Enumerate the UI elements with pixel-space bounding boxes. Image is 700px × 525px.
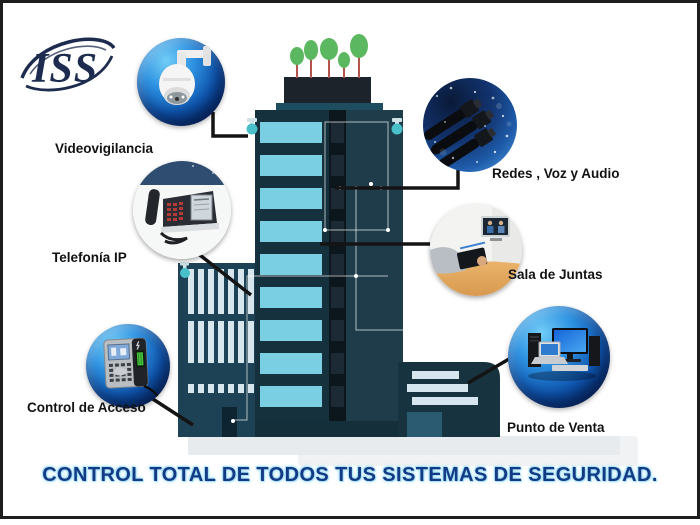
- feature-label-punto-de-venta: Punto de Venta: [507, 420, 605, 435]
- feature-label-sala-de-juntas: Sala de Juntas: [508, 267, 603, 282]
- connector-videovigilancia: [211, 112, 248, 138]
- ptz-camera-icon: [159, 46, 211, 105]
- feature-label-telefonia-ip: Telefonía IP: [52, 250, 127, 265]
- badge-telefonia-ip: [133, 161, 231, 259]
- meeting-room-icon: [430, 204, 522, 296]
- fingerprint-access-icon: [103, 337, 162, 403]
- badge-punto-de-venta: [508, 306, 610, 408]
- tower-window-bands: [260, 122, 322, 407]
- annex-door: [407, 412, 442, 437]
- iss-logo: ISS: [14, 26, 120, 104]
- security-camera-icon: [391, 118, 403, 135]
- ground-shadow: [188, 436, 638, 466]
- rooftop-block: [284, 77, 371, 105]
- connector-redes: [335, 170, 460, 190]
- logo-text: ISS: [31, 46, 98, 92]
- connector-telefonia: [194, 250, 253, 297]
- ip-phone-icon: [133, 161, 231, 259]
- wing-door: [222, 407, 237, 437]
- badge-control-de-acceso: [86, 324, 170, 408]
- tagline: CONTROL TOTAL DE TODOS TUS SISTEMAS DE S…: [42, 464, 658, 486]
- security-camera-icon: [246, 118, 258, 135]
- security-camera-icon: [180, 262, 190, 278]
- swoosh-orbit-icon: ISS: [20, 37, 116, 92]
- badge-sala-de-juntas: [430, 204, 522, 296]
- pos-computers-icon: [528, 328, 600, 381]
- badge-videovigilancia: [137, 38, 225, 126]
- rooftop-trees-icon: [290, 34, 368, 78]
- feature-label-redes-voz-audio: Redes , Voz y Audio: [492, 166, 620, 181]
- feature-label-control-de-acceso: Control de Acceso: [27, 400, 146, 415]
- network-cables-icon: [423, 78, 517, 172]
- badge-redes-voz-audio: [423, 78, 517, 172]
- feature-label-videovigilancia: Videovigilancia: [55, 141, 154, 156]
